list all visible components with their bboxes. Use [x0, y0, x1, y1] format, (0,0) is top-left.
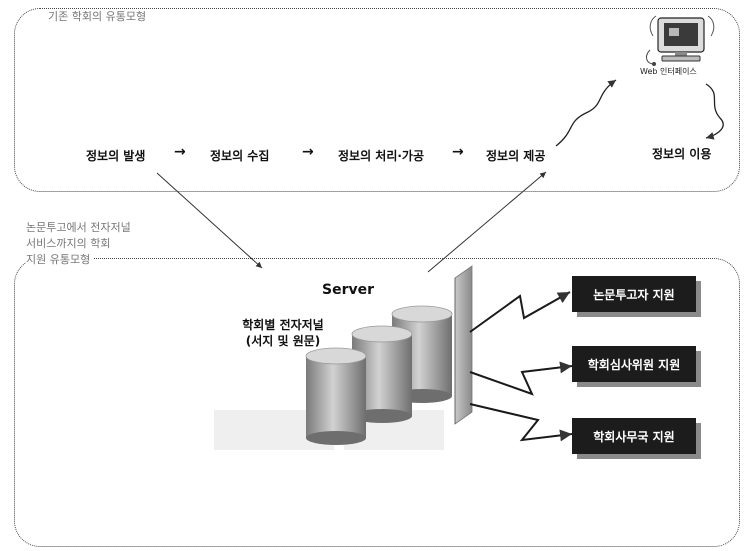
- lightning-office: [470, 404, 572, 440]
- server-journal-line1: 학회별 전자저널: [218, 317, 348, 333]
- support-office-box: 학회사무국 지원: [572, 418, 696, 454]
- server-wall: [455, 266, 472, 424]
- server-journal-line2: (서지 및 원문): [218, 333, 348, 349]
- lightning-reviewer: [470, 366, 572, 394]
- wave-web-to-use: [706, 84, 723, 138]
- computer-icon: [647, 16, 714, 66]
- arrow-origin-to-server: [157, 173, 262, 268]
- arrow-server-to-provision: [428, 172, 546, 272]
- flow-arrow-icon: →: [302, 144, 314, 160]
- flow-arrow-icon: →: [174, 144, 186, 160]
- flow-arrow-icon: →: [452, 144, 464, 160]
- lightning-author: [470, 292, 570, 332]
- support-reviewer-box: 학회심사위원 지원: [572, 346, 696, 382]
- flow-step-provision: 정보의 제공: [486, 147, 545, 164]
- support-author-box: 논문투고자 지원: [572, 276, 696, 312]
- wave-provision-to-web: [556, 80, 616, 146]
- flow-step-use: 정보의 이용: [652, 145, 711, 162]
- web-interface-label: Web 인터페이스: [640, 66, 697, 77]
- server-journal-label: 학회별 전자저널 (서지 및 원문): [218, 317, 348, 349]
- server-title: Server: [322, 282, 374, 298]
- flow-step-collection: 정보의 수집: [210, 147, 269, 164]
- database-cylinder-front: [306, 348, 366, 445]
- flow-step-origin: 정보의 발생: [86, 147, 145, 164]
- flow-step-processing: 정보의 처리·가공: [338, 147, 424, 164]
